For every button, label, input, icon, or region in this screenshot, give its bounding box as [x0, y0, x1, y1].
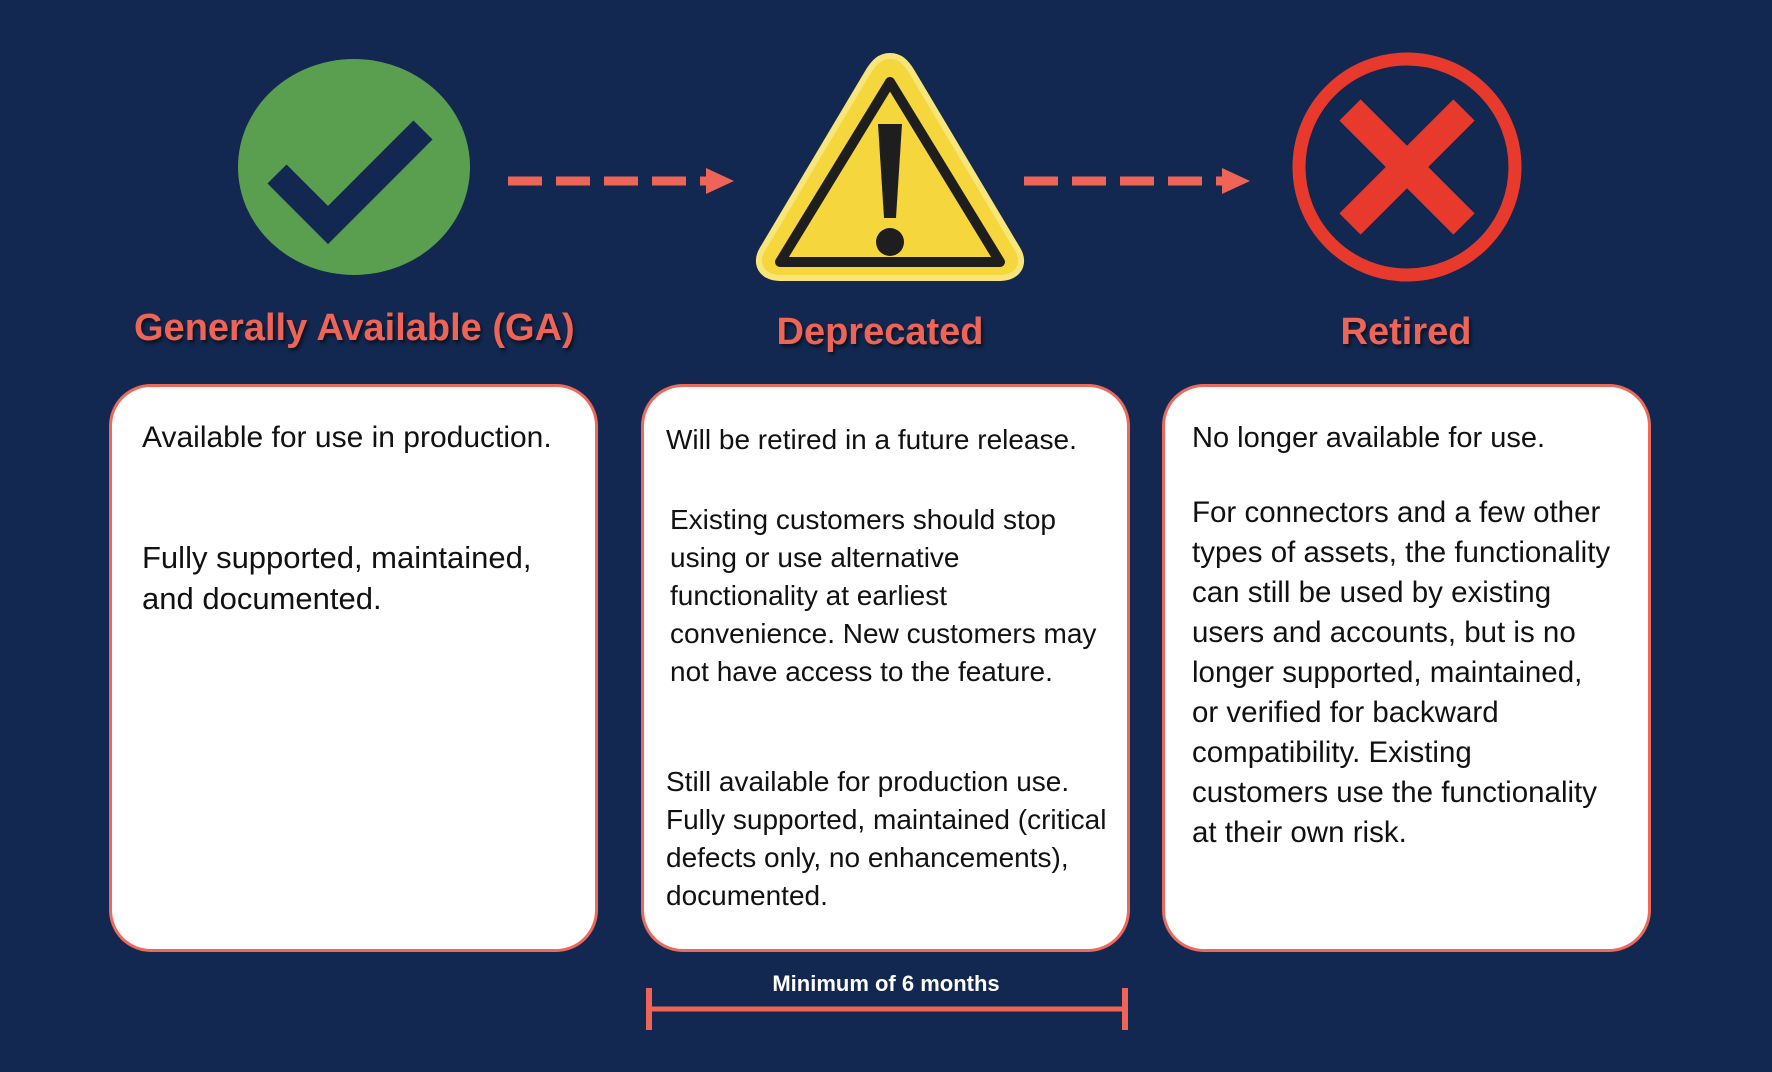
stage-title-deprecated: Deprecated	[776, 311, 984, 353]
card-text: Will be retired in a future release.	[666, 424, 1077, 455]
x-circle-icon	[1292, 52, 1522, 282]
stage-card-ga: Available for use in production. Fully s…	[109, 384, 598, 952]
card-text: Still available for production use. Full…	[666, 766, 1107, 911]
check-circle-icon	[238, 59, 470, 275]
duration-bracket	[646, 988, 1128, 1030]
stage-card-retired: No longer available for use. For connect…	[1162, 384, 1651, 952]
stage-title-retired: Retired	[1340, 311, 1472, 353]
arrow-right-icon	[508, 168, 734, 194]
card-text: Existing customers should stop using or …	[670, 504, 1097, 687]
card-text: Available for use in production.	[142, 421, 552, 454]
card-text: For connectors and a few other types of …	[1192, 496, 1611, 849]
arrow-right-icon	[1024, 168, 1250, 194]
stage-card-deprecated: Will be retired in a future release. Exi…	[641, 384, 1130, 952]
card-text: Fully supported, maintained, and documen…	[142, 540, 532, 616]
stage-title-ga: Generally Available (GA)	[134, 307, 575, 349]
card-text: No longer available for use.	[1192, 422, 1546, 454]
warning-triangle-icon	[755, 52, 1025, 281]
duration-label: Minimum of 6 months	[772, 971, 1000, 996]
